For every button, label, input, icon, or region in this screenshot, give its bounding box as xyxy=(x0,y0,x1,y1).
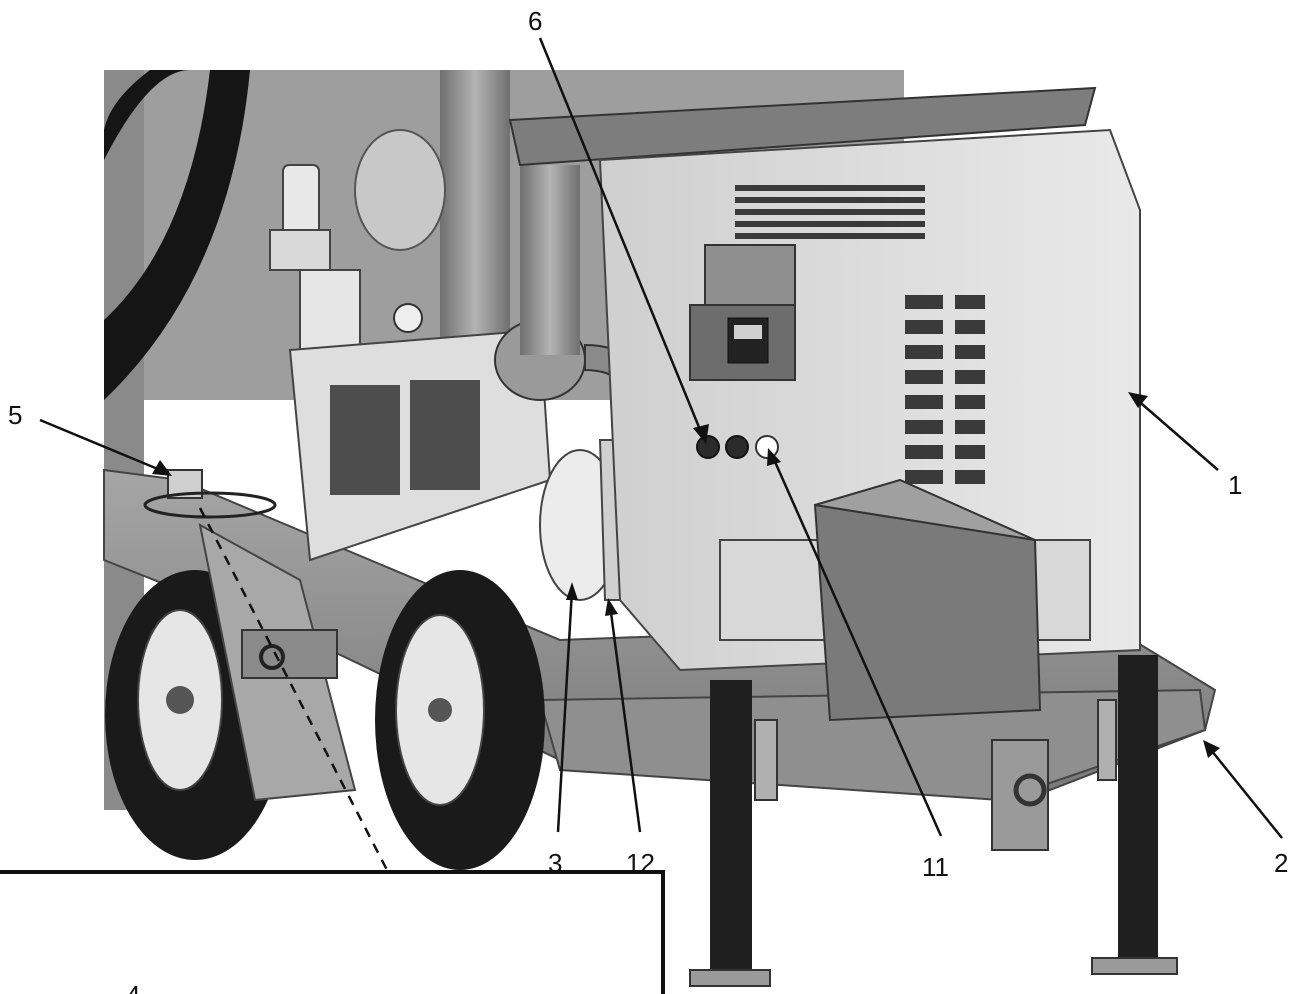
arrow-3 xyxy=(566,582,578,600)
callout-12: 12 xyxy=(626,848,655,878)
callout-4: 4 xyxy=(126,980,140,994)
leader-lines xyxy=(39,37,1283,873)
arrow-5 xyxy=(152,460,172,476)
callout-1: 1 xyxy=(1228,470,1242,500)
callout-5: 5 xyxy=(8,400,22,430)
leader-5 xyxy=(39,418,166,474)
fender xyxy=(198,523,357,802)
leader-12 xyxy=(608,604,642,833)
detail-inset-box xyxy=(0,870,665,994)
front-wheel xyxy=(375,570,545,870)
arrow-12 xyxy=(605,598,618,616)
callout-6: 6 xyxy=(528,6,542,36)
callout-11: 11 xyxy=(922,852,949,882)
leader-3 xyxy=(556,589,574,833)
arrow-2 xyxy=(1203,740,1220,758)
engine-enclosure xyxy=(508,86,1141,672)
arrowheads xyxy=(152,392,1220,758)
rear-wheel xyxy=(105,570,285,860)
callout-2: 2 xyxy=(1274,848,1288,878)
jack-stand-front xyxy=(689,680,778,987)
callout-labels: 1 2 3 4 5 6 11 12 xyxy=(8,6,1288,994)
ground-sensor xyxy=(143,469,277,519)
callout-3: 3 xyxy=(548,848,562,878)
arrow-6 xyxy=(693,424,709,444)
leader-2 xyxy=(1206,744,1283,839)
tool-box xyxy=(813,478,1042,722)
leader-1 xyxy=(1134,397,1219,471)
leader-6 xyxy=(538,37,705,438)
arrow-1 xyxy=(1128,392,1148,408)
jack-stand-rear xyxy=(1091,655,1178,975)
leader-4-dashed xyxy=(198,507,390,873)
arrow-11 xyxy=(767,448,781,466)
leader-11 xyxy=(770,454,943,837)
